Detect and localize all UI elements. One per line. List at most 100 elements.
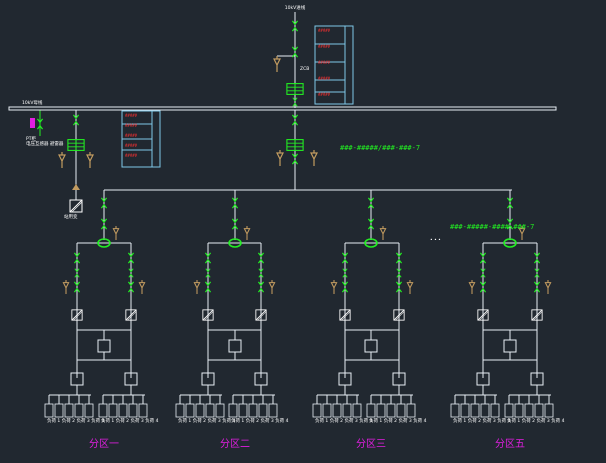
branch-ct (544, 280, 552, 294)
load-unit (490, 403, 500, 418)
load-unit (258, 403, 268, 418)
incoming-table-cell: ##### (318, 44, 331, 49)
aux-table-cell: ##### (125, 113, 138, 118)
main-outgoing-ct (276, 150, 284, 166)
load-unit (64, 403, 74, 418)
transformer-label: 站用变 (64, 213, 78, 220)
load-unit (366, 403, 376, 418)
incoming-table-cell: ##### (318, 76, 331, 81)
ring-node (503, 238, 517, 248)
load-unit (74, 403, 84, 418)
main-note: ###-#####/###-###-7 (340, 144, 420, 152)
aux-table-cell: ##### (125, 133, 138, 138)
load-unit (205, 403, 215, 418)
load-unit (332, 403, 342, 418)
tie-box (364, 339, 378, 353)
load-unit (396, 403, 406, 418)
load-label: 负荷 1 负荷 2 负荷 3 负荷 4 (507, 417, 565, 424)
ring-node (228, 238, 242, 248)
zone-label: 分区二 (220, 438, 250, 450)
load-unit (312, 403, 322, 418)
load-unit (44, 403, 54, 418)
incoming-ct (273, 56, 281, 72)
zone-label: 分区三 (356, 438, 386, 450)
load-unit (406, 403, 416, 418)
branch-ct (193, 280, 201, 294)
incoming-cabinet (286, 82, 304, 96)
load-label: 负荷 1 负荷 2 负荷 3 负荷 4 (231, 417, 289, 424)
incoming-table-cell: ##### (318, 28, 331, 33)
main-busbar (8, 106, 557, 111)
load-unit (185, 403, 195, 418)
branch-ct (330, 280, 338, 294)
branch-ct (62, 280, 70, 294)
load-unit (228, 403, 238, 418)
zone-ct (112, 226, 120, 240)
tie-box (503, 339, 517, 353)
tie-box (97, 339, 111, 353)
aux-data-table (121, 110, 161, 168)
load-unit (504, 403, 514, 418)
load-unit (352, 403, 362, 418)
incoming-tag: ZCB (300, 66, 309, 72)
aux-ct (58, 152, 66, 168)
branch-ct (138, 280, 146, 294)
ellipsis: • • • (430, 238, 441, 243)
load-unit (524, 403, 534, 418)
load-box (254, 372, 268, 386)
tie-box (228, 339, 242, 353)
load-label: 负荷 1 负荷 2 负荷 3 负荷 4 (453, 417, 511, 424)
aux-ct-2 (86, 152, 94, 168)
load-box (392, 372, 406, 386)
source-label: 10kV进线 (285, 4, 306, 11)
load-unit (322, 403, 332, 418)
main-outgoing-ct-2 (310, 150, 318, 166)
load-unit (268, 403, 278, 418)
load-unit (386, 403, 396, 418)
load-unit (128, 403, 138, 418)
busbar-label: 10kV母线 (22, 99, 43, 106)
load-label: 负荷 1 负荷 2 负荷 3 负荷 4 (101, 417, 159, 424)
ring-node (364, 238, 378, 248)
load-unit (248, 403, 258, 418)
load-unit (195, 403, 205, 418)
load-box (338, 372, 352, 386)
aux-table-cell: ##### (125, 153, 138, 158)
load-unit (342, 403, 352, 418)
branch-ct (268, 280, 276, 294)
zone-label: 分区一 (89, 438, 119, 450)
incoming-data-table (314, 25, 354, 105)
pt-sub-label: 电压互感器 避雷器 (26, 140, 64, 147)
load-box (476, 372, 490, 386)
load-label: 负荷 1 负荷 2 负荷 3 负荷 4 (47, 417, 105, 424)
zone-label: 分区五 (495, 438, 525, 450)
load-label: 负荷 1 负荷 2 负荷 3 负荷 4 (369, 417, 427, 424)
feeder-note: ###-#####-####-###-7 (450, 223, 534, 231)
load-unit (118, 403, 128, 418)
branch-ct (406, 280, 414, 294)
zone-ct (379, 226, 387, 240)
station-transformer (69, 199, 83, 213)
load-unit (54, 403, 64, 418)
load-unit (544, 403, 554, 418)
load-unit (175, 403, 185, 418)
load-unit (534, 403, 544, 418)
pt-fuse (30, 118, 35, 128)
load-unit (450, 403, 460, 418)
load-label: 负荷 1 负荷 2 负荷 3 负荷 4 (178, 417, 236, 424)
incoming-table-cell: ##### (318, 60, 331, 65)
aux-table-cell: ##### (125, 123, 138, 128)
load-unit (460, 403, 470, 418)
load-unit (98, 403, 108, 418)
aux-cabinet (67, 139, 85, 151)
load-unit (470, 403, 480, 418)
aux-arrow (72, 184, 80, 190)
incoming-table-cell: ##### (318, 92, 331, 97)
zone-ct (243, 226, 251, 240)
branch-ct (468, 280, 476, 294)
load-unit (84, 403, 94, 418)
ring-node (97, 238, 111, 248)
main-outgoing-cabinet (286, 139, 304, 151)
load-label: 负荷 1 负荷 2 负荷 3 负荷 4 (315, 417, 373, 424)
